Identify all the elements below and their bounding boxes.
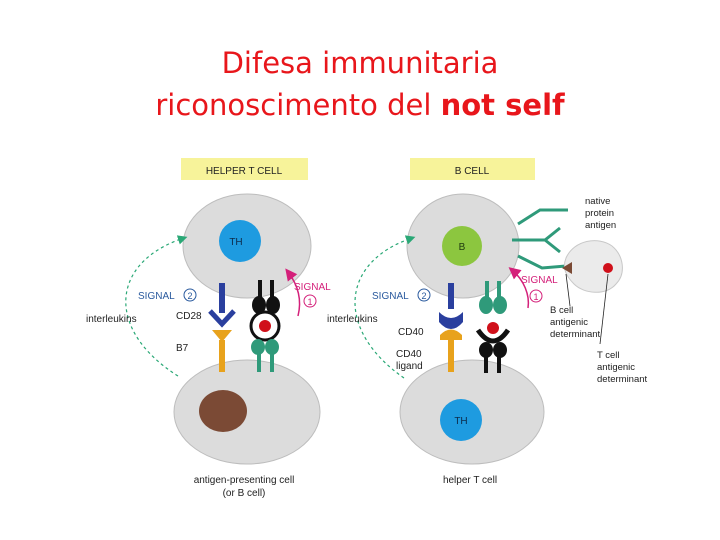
peptide-antigen	[259, 320, 271, 332]
tcr-stem-right-a	[484, 357, 488, 373]
tcr-alpha-right	[479, 342, 493, 358]
tcr-beta	[266, 296, 280, 314]
tcr-cup-right	[475, 328, 511, 344]
cd40-ligand-stem	[448, 340, 454, 372]
apc-caption-1: antigen-presenting cell	[194, 475, 295, 486]
title-bold-part: not self	[440, 88, 565, 122]
interleukins-label: interleukins	[86, 314, 137, 325]
tcell-det-label-3: determinant	[597, 374, 648, 385]
signal2-badge-right	[417, 288, 431, 302]
t-cell-determinant-dot	[603, 263, 613, 273]
signal2-badge	[183, 288, 197, 302]
cd40-ligand-label-1: CD40	[396, 349, 422, 360]
bcr-receptor-3	[517, 254, 567, 270]
native-antigen-blob	[563, 240, 623, 293]
mhc-beta	[265, 339, 279, 355]
mhc-alpha-right	[479, 296, 493, 314]
signal2-label: SIGNAL	[138, 291, 175, 302]
cd40-cup	[439, 312, 463, 329]
apc-caption-2: (or B cell)	[223, 488, 266, 499]
bcell-det-label-2: antigenic	[550, 317, 588, 328]
bcr-receptor-2	[517, 208, 568, 226]
native-label-3: antigen	[585, 220, 616, 231]
interleukin-arrow-right	[354, 235, 416, 379]
signal1-label: SIGNAL	[294, 282, 331, 293]
signal2-num: 2	[187, 291, 192, 301]
bcell-det-label-1: B cell	[550, 305, 573, 316]
b-cell-determinant-mark	[562, 262, 572, 274]
signal1-num-right: 1	[533, 292, 538, 302]
cd40-label: CD40	[398, 327, 424, 338]
cd28-label: CD28	[176, 311, 202, 322]
signal1-arrow	[285, 268, 301, 317]
right-header: B CELL	[455, 166, 490, 177]
bcr-receptor-1	[512, 226, 561, 254]
right-header-box	[410, 158, 535, 180]
tcr-alpha	[252, 296, 266, 314]
b7-ligand-stem	[219, 340, 225, 372]
th-label: TH	[229, 237, 242, 248]
signal1-badge-right	[529, 289, 543, 303]
title-line-2: riconoscimento del not self	[0, 86, 720, 124]
tcell-det-label-2: antigenic	[597, 362, 635, 373]
title-line-1: Difesa immunitaria	[221, 46, 499, 80]
native-label-2: protein	[585, 208, 614, 219]
signal1-label-right: SIGNAL	[521, 275, 558, 286]
tcr-beta-right	[493, 342, 507, 358]
left-panel: HELPER T CELL TH interleukins SIGNAL 2 C…	[86, 158, 331, 499]
cd40-ligand-head	[440, 329, 462, 340]
tcr-stem-b	[270, 280, 274, 300]
title-plain-part: riconoscimento del	[155, 88, 441, 122]
left-header: HELPER T CELL	[206, 166, 283, 177]
signal2-label-right: SIGNAL	[372, 291, 409, 302]
b-cell-det-leader	[565, 273, 571, 307]
cd28-receptor	[219, 283, 225, 313]
antigen-presenting-cell	[173, 359, 321, 465]
signal1-badge	[303, 294, 317, 308]
interleukin-arrow	[125, 235, 188, 377]
th-label-bottom: TH	[454, 416, 467, 427]
signal1-arrow-right	[508, 267, 530, 309]
mhc-stem-b	[270, 354, 274, 372]
apc-nucleus	[199, 390, 247, 432]
left-header-box	[181, 158, 308, 180]
t-cell-det-leader	[599, 273, 609, 345]
mhc-beta-right	[493, 296, 507, 314]
th-nucleus	[219, 220, 261, 262]
native-label-1: native	[585, 196, 610, 207]
interleukins-label-right: interleukins	[327, 314, 378, 325]
signal2-num-right: 2	[421, 291, 426, 301]
b-label: B	[459, 242, 466, 253]
right-panel: B CELL B TH interleukins SIGNAL 2 CD40 C…	[327, 158, 648, 486]
cd28-fork	[208, 309, 236, 328]
tcr-stem-right-b	[497, 357, 501, 373]
tcr-stem-a	[258, 280, 262, 300]
mhc-stem-right-b	[497, 281, 501, 299]
b-nucleus	[442, 226, 482, 266]
cd40-ligand-label-2: ligand	[396, 361, 423, 372]
helper-t-caption: helper T cell	[443, 475, 497, 486]
tcell-det-label-1: T cell	[597, 350, 620, 361]
b7-ligand-head	[212, 330, 232, 342]
mhc-stem-right-a	[485, 281, 489, 299]
bcell-det-label-3: determinant	[550, 329, 601, 340]
b7-label: B7	[176, 343, 189, 354]
mhc-stem-a	[257, 354, 261, 372]
signal1-num: 1	[307, 297, 312, 307]
th-nucleus-bottom	[440, 399, 482, 441]
peptide-antigen-right	[487, 322, 499, 334]
mhc-alpha	[251, 339, 265, 355]
cd40-stem	[448, 283, 454, 309]
